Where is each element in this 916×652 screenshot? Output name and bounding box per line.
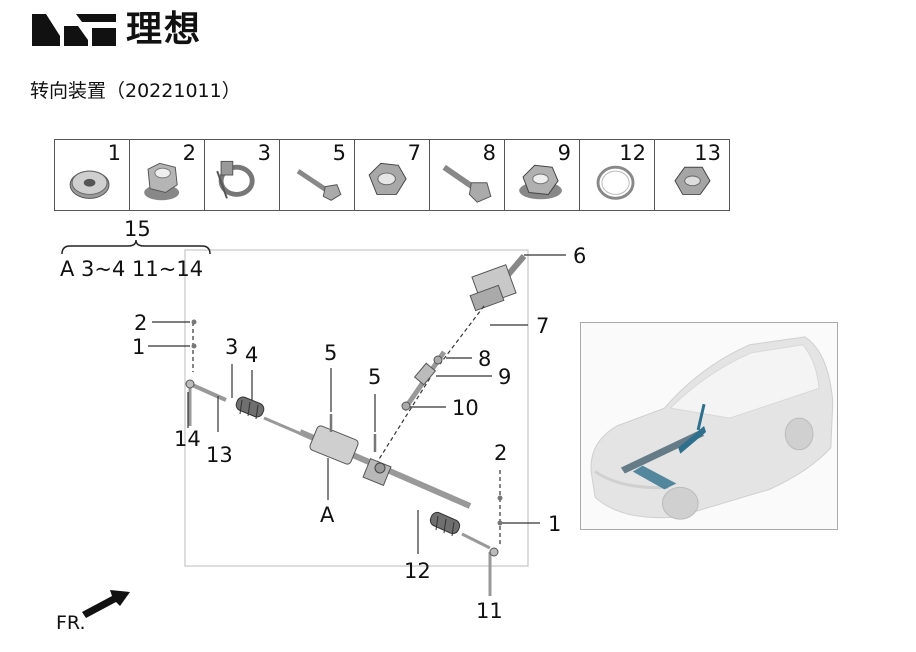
boot-right — [429, 511, 461, 537]
diagram-frame — [184, 249, 529, 567]
callout-14: 14 — [174, 427, 201, 451]
part-cell-9: 9 — [505, 140, 580, 210]
direction-label: FR. — [56, 612, 86, 634]
suv-silhouette-icon — [590, 336, 834, 520]
vehicle-location-inset — [580, 322, 838, 530]
parts-strip: 1 2 3 5 7 8 — [54, 139, 730, 211]
callout-1-left: 1 — [132, 335, 145, 359]
inner-tie-rod-left — [263, 416, 307, 438]
callout-2-left: 2 — [134, 311, 147, 335]
dashed-link — [375, 377, 431, 465]
callout-6: 6 — [573, 244, 586, 268]
washer-icon — [69, 170, 110, 199]
intermediate-shaft — [401, 350, 447, 412]
part-number: 7 — [407, 141, 421, 165]
part-cell-1: 1 — [55, 140, 130, 210]
hex-nut-icon — [674, 166, 711, 195]
callout-1-right: 1 — [548, 512, 561, 536]
hose-clamp-icon — [216, 160, 255, 199]
kit-contents: A 3~4 11~14 — [60, 257, 203, 281]
callout-10: 10 — [452, 396, 479, 420]
callout-3: 3 — [225, 335, 238, 359]
callout-4: 4 — [245, 343, 258, 367]
callout-13: 13 — [206, 443, 233, 467]
part-cell-12: 12 — [580, 140, 655, 210]
nut-2-right — [497, 495, 503, 501]
hex-nut-icon — [368, 162, 407, 195]
callout-11: 11 — [476, 599, 503, 623]
part-number: 13 — [694, 141, 721, 165]
seal-ring-icon — [596, 165, 635, 200]
part-number: 8 — [482, 141, 496, 165]
flange-nut-icon — [144, 162, 180, 201]
steering-rack — [298, 425, 472, 509]
kit-brace — [61, 239, 211, 255]
part-cell-8: 8 — [430, 140, 505, 210]
kit-number: 15 — [124, 217, 151, 241]
callout-7: 7 — [536, 314, 549, 338]
callout-5-right: 5 — [368, 365, 381, 389]
washer-1-right — [497, 520, 503, 526]
bolt-icon — [296, 169, 342, 201]
brand-name: 理想 — [126, 9, 203, 50]
part-cell-3: 3 — [205, 140, 280, 210]
part-cell-7: 7 — [355, 140, 430, 210]
dashed-link — [439, 305, 485, 365]
steering-column — [469, 254, 527, 312]
callout-8: 8 — [478, 347, 491, 371]
callout-12: 12 — [404, 559, 431, 583]
part-cell-5: 5 — [280, 140, 355, 210]
nut-2-left — [191, 319, 197, 325]
part-number: 3 — [257, 141, 271, 165]
tie-rod-end-right — [488, 547, 499, 596]
document-title: 转向装置（20221011） — [30, 80, 241, 102]
flange-nut-icon — [519, 164, 562, 200]
part-number: 1 — [107, 141, 121, 165]
tie-rod-end-left — [185, 379, 227, 426]
part-number: 2 — [182, 141, 196, 165]
flange-bolt-icon — [442, 164, 492, 203]
li-auto-logo-icon — [32, 14, 116, 46]
boot-left — [235, 396, 265, 420]
washer-1-left — [191, 343, 197, 349]
part-number: 5 — [332, 141, 346, 165]
part-cell-2: 2 — [130, 140, 205, 210]
inner-tie-rod-right — [461, 532, 491, 550]
callout-A: A — [320, 503, 335, 527]
part-number: 12 — [619, 141, 646, 165]
callout-2-right: 2 — [494, 441, 507, 465]
forward-direction-arrow-icon — [82, 590, 130, 618]
brand-logo: 理想 — [30, 8, 202, 52]
callout-5-left: 5 — [324, 341, 337, 365]
part-cell-13: 13 — [655, 140, 729, 210]
callout-9: 9 — [498, 365, 511, 389]
part-number: 9 — [557, 141, 571, 165]
